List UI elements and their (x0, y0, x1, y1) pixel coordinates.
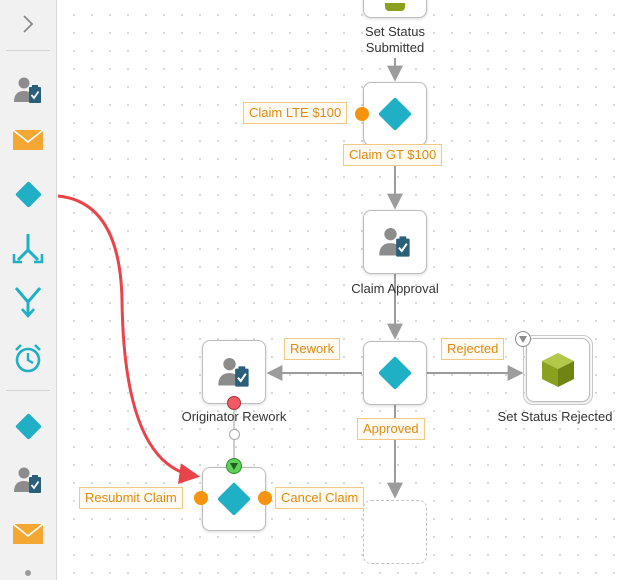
cancel-claim-label[interactable]: Cancel Claim (275, 487, 365, 509)
merge-icon (14, 287, 42, 318)
claim-approval-node[interactable] (363, 210, 427, 274)
set-status-rejected-node[interactable] (523, 335, 593, 405)
expand-sidebar-button[interactable] (0, 2, 56, 46)
resubmit-claim-connector[interactable] (194, 491, 208, 505)
toolbox-decision-recent[interactable] (0, 404, 56, 448)
user-task-icon (379, 227, 410, 257)
claim-lte-connector[interactable] (355, 107, 369, 121)
open-connector[interactable] (229, 429, 240, 440)
decision-icon (378, 356, 412, 390)
set-status-submitted-caption: Set Status Submitted (365, 24, 425, 55)
toolbox-email[interactable] (0, 118, 56, 162)
toolbox-sidebar (0, 0, 57, 580)
toolbox-user-task[interactable] (0, 68, 56, 112)
decision-icon (14, 180, 42, 208)
toolbox-split[interactable] (0, 226, 56, 270)
decision-icon (217, 482, 251, 516)
decision-icon (378, 97, 412, 131)
decision-icon (14, 412, 42, 440)
toolbox-user-task-recent[interactable] (0, 458, 56, 502)
set-status-submitted-node[interactable] (363, 0, 427, 18)
toolbox-email-recent[interactable] (0, 512, 56, 556)
email-icon (12, 523, 44, 544)
status-cube-icon (385, 3, 405, 11)
originator-rework-caption: Originator Rework (181, 409, 287, 424)
chevron-right-icon (23, 15, 34, 33)
claim-lte-label[interactable]: Claim LTE $100 (243, 102, 348, 124)
resubmit-decision-node[interactable] (202, 467, 266, 531)
rework-label[interactable]: Rework (284, 338, 341, 360)
triangle-down-icon (519, 335, 527, 343)
toolbox-merge[interactable] (0, 280, 56, 324)
more-indicator (25, 570, 31, 576)
status-cube-icon (542, 353, 574, 387)
rejected-label[interactable]: Rejected (441, 338, 505, 360)
user-task-icon (14, 77, 41, 103)
claim-amount-decision-node[interactable] (363, 82, 427, 146)
approval-decision-node[interactable] (363, 341, 427, 405)
timer-icon (15, 344, 41, 373)
toolbox-timer[interactable] (0, 336, 56, 380)
claim-approval-caption: Claim Approval (351, 281, 439, 296)
email-icon (12, 129, 44, 150)
set-status-rejected-start-connector[interactable] (515, 331, 531, 347)
cancel-claim-connector[interactable] (258, 491, 272, 505)
claim-gt-label[interactable]: Claim GT $100 (343, 144, 443, 166)
resubmit-decision-start-connector[interactable] (226, 458, 242, 474)
originator-rework-node[interactable] (202, 340, 266, 404)
resubmit-claim-label[interactable]: Resubmit Claim (79, 487, 183, 509)
set-status-rejected-caption: Set Status Rejected (497, 409, 613, 424)
approved-label[interactable]: Approved (357, 418, 425, 440)
user-task-icon (218, 357, 249, 387)
triangle-down-icon (230, 462, 238, 470)
split-icon (12, 234, 44, 264)
user-task-icon (14, 467, 41, 493)
toolbox-decision[interactable] (0, 172, 56, 216)
empty-drop-target[interactable] (363, 500, 427, 564)
originator-rework-error-connector[interactable] (227, 396, 241, 410)
